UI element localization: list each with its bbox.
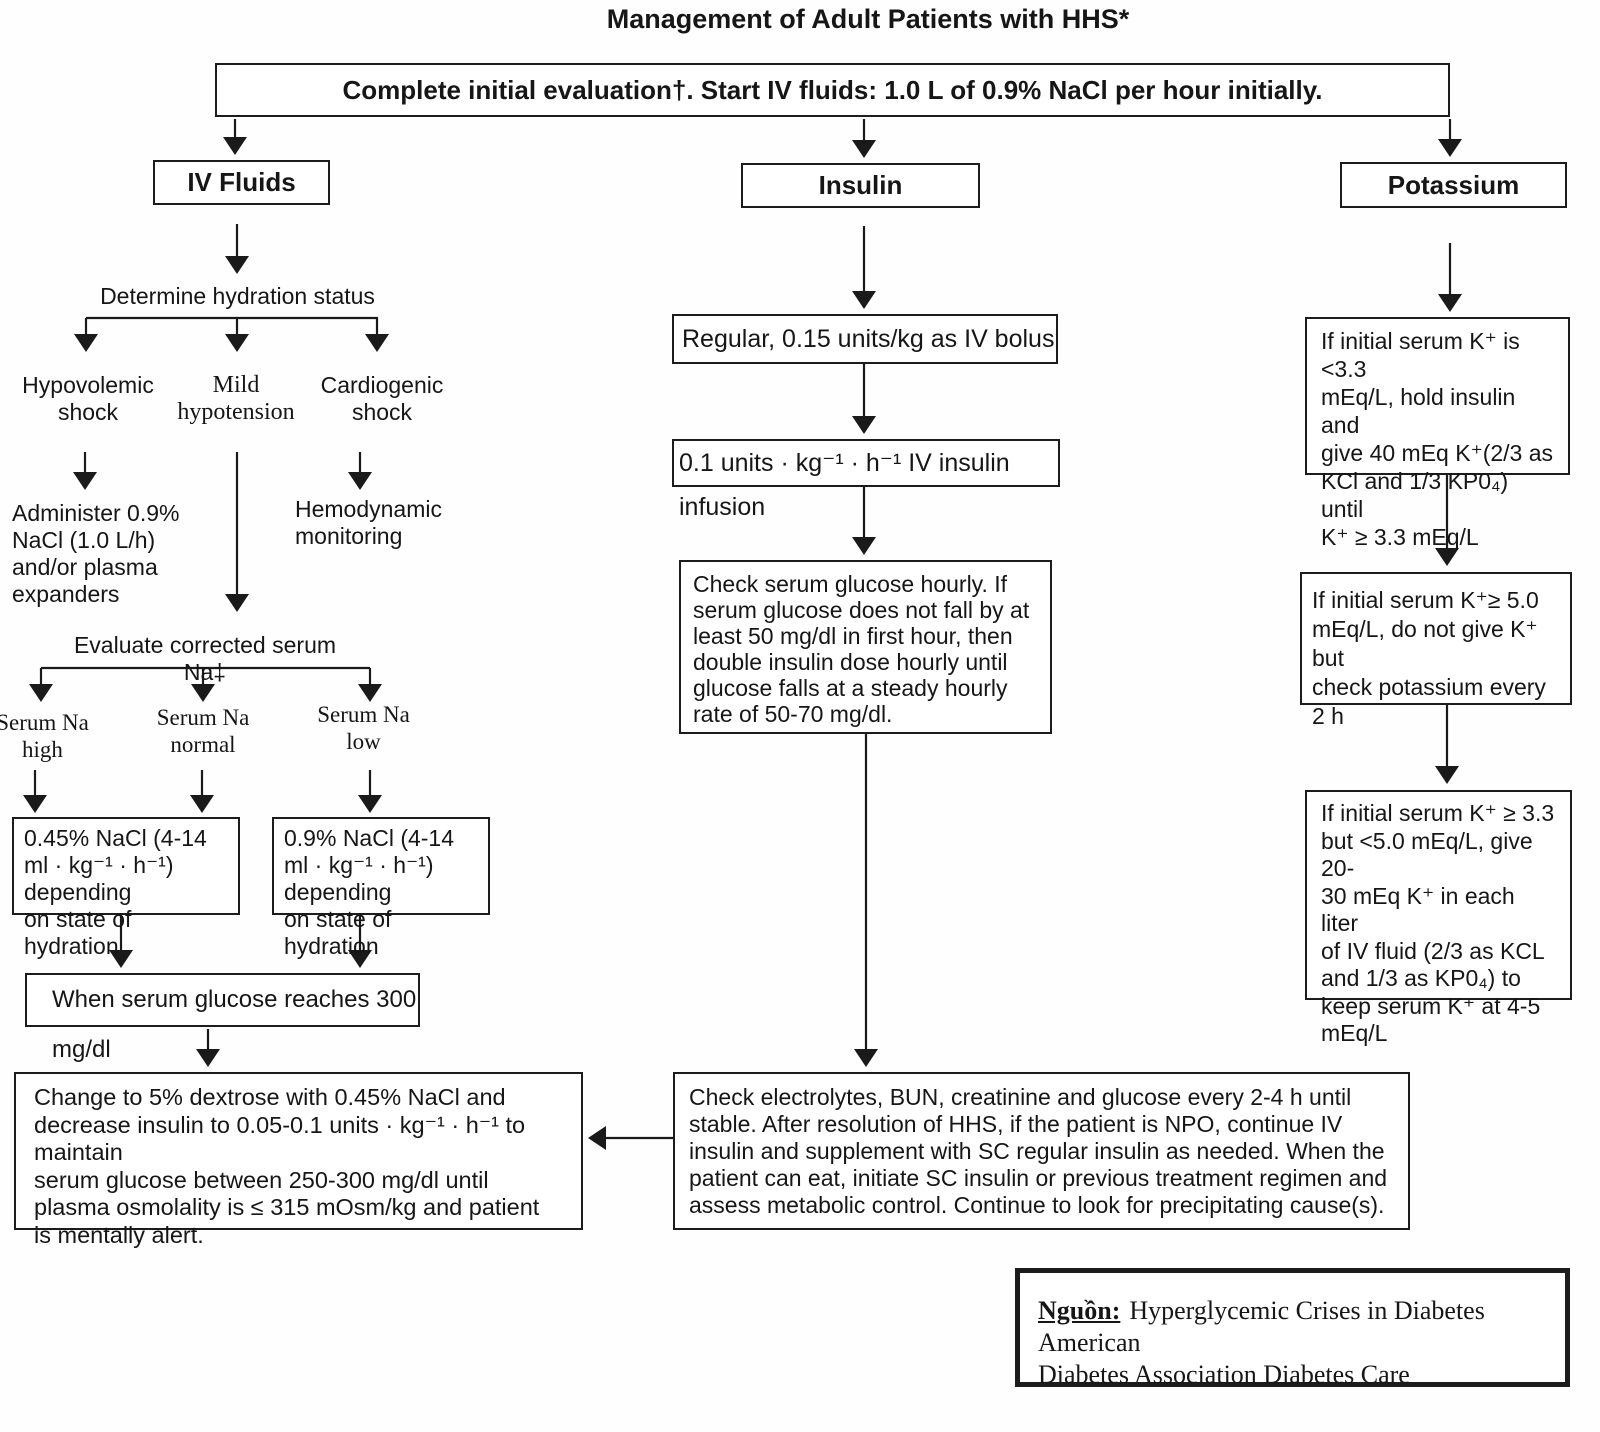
source-text: Hyperglycemic Crises in Diabetes America… [1038, 1296, 1485, 1389]
iv-fluids-header: IV Fluids [153, 160, 330, 205]
nacl-045-box: 0.45% NaCl (4-14 ml · kg⁻¹ · h⁻¹) depend… [12, 817, 240, 959]
mild-hypotension-label: Mild hypotension [177, 372, 295, 425]
nacl-09-box: 0.9% NaCl (4-14 ml · kg⁻¹ · h⁻¹) dependi… [272, 817, 490, 959]
hemodynamic-monitoring-label: Hemodynamic monitoring [295, 496, 442, 549]
serum-na-high-label: Serum Na high [0, 710, 89, 762]
check-electrolytes-box: Check electrolytes, BUN, creatinine and … [673, 1072, 1410, 1230]
administer-nacl-label: Administer 0.9% NaCl (1.0 L/h) and/or pl… [12, 500, 180, 607]
k-below-33-box: If initial serum K⁺ is <3.3 mEq/L, hold … [1305, 317, 1570, 550]
source-box: Nguồn:Hyperglycemic Crises in Diabetes A… [1015, 1268, 1570, 1389]
insulin-bolus-box: Regular, 0.15 units/kg as IV bolus [672, 314, 1058, 364]
check-glucose-box: Check serum glucose hourly. If serum glu… [679, 560, 1052, 734]
insulin-header: Insulin [741, 163, 980, 208]
evaluate-serum-na-label: Evaluate corrected serum Na‡ [73, 632, 337, 685]
page-title: Management of Adult Patients with HHS* [606, 4, 1130, 34]
k-above-50-box: If initial serum K⁺≥ 5.0 mEq/L, do not g… [1300, 572, 1572, 729]
glucose-300-box: When serum glucose reaches 300 mg/dl [25, 973, 420, 1063]
serum-na-low-label: Serum Na low [317, 702, 410, 754]
k-33-50-box: If initial serum K⁺ ≥ 3.3 but <5.0 mEq/L… [1305, 790, 1572, 1046]
source-label: Nguồn: [1038, 1296, 1121, 1325]
dextrose-box: Change to 5% dextrose with 0.45% NaCl an… [14, 1072, 583, 1248]
potassium-header: Potassium [1340, 162, 1567, 208]
hydration-status-label: Determine hydration status [100, 283, 375, 309]
initial-evaluation-box: Complete initial evaluation†. Start IV f… [215, 63, 1450, 117]
insulin-infusion-box: 0.1 units · kg⁻¹ · h⁻¹ IV insulin infusi… [672, 439, 1060, 521]
serum-na-normal-label: Serum Na normal [156, 705, 250, 757]
cardiogenic-shock-label: Cardiogenic shock [320, 372, 444, 425]
hypovolemic-shock-label: Hypovolemic shock [22, 372, 154, 425]
